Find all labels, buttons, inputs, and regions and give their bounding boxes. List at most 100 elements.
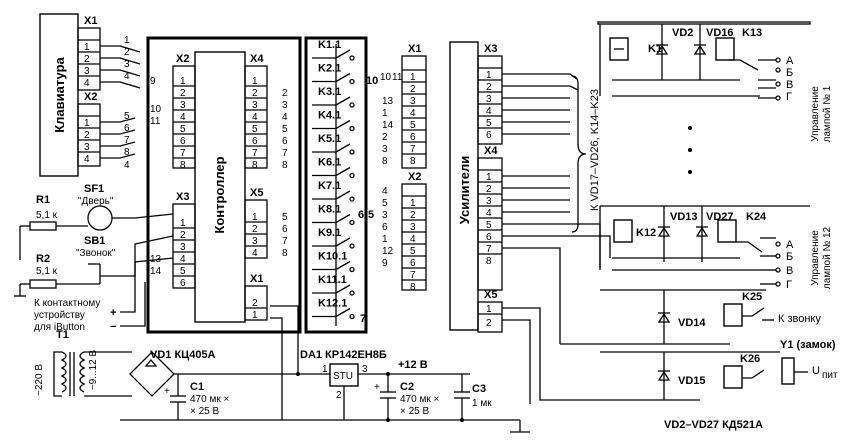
relay-contact-label: K3.1 bbox=[318, 86, 341, 98]
contact-list: K1.1K2.1K3.1K4.1K5.1K6.1K7.1K8.1K9.1K10.… bbox=[312, 39, 355, 320]
svg-text:1: 1 bbox=[84, 42, 90, 53]
svg-text:−: − bbox=[110, 321, 116, 333]
svg-text:2: 2 bbox=[486, 184, 492, 195]
svg-text:X1: X1 bbox=[250, 273, 263, 285]
relay-contact-11: K11.1 bbox=[312, 274, 355, 296]
svg-text:14: 14 bbox=[150, 266, 162, 277]
svg-text:8: 8 bbox=[252, 160, 258, 171]
svg-text:8: 8 bbox=[124, 147, 130, 158]
svg-text:2: 2 bbox=[84, 130, 90, 141]
svg-text:4: 4 bbox=[84, 78, 90, 89]
svg-text:VD14: VD14 bbox=[678, 317, 706, 329]
controller-label: Контроллер bbox=[212, 156, 227, 233]
svg-text:3: 3 bbox=[486, 196, 492, 207]
relay-contact-label: K4.1 bbox=[318, 110, 341, 122]
svg-text:2: 2 bbox=[336, 390, 342, 401]
svg-text:2: 2 bbox=[180, 88, 186, 99]
relay-contact-label: K6.1 bbox=[318, 157, 341, 169]
svg-text:1: 1 bbox=[410, 198, 416, 209]
svg-text:для iButton: для iButton bbox=[34, 322, 85, 333]
keyboard-block: Клавиатура X1 12 34 X2 12 34 12 34 56 78… bbox=[39, 13, 141, 177]
svg-text:4: 4 bbox=[180, 254, 186, 265]
svg-text:"Звонок": "Звонок" bbox=[76, 248, 116, 259]
svg-text:2: 2 bbox=[252, 224, 258, 235]
relay-contact-6: K6.1 bbox=[312, 157, 355, 179]
controller-block: Контроллер X2 9 10 11 12 34 56 78 X3 12 … bbox=[146, 36, 302, 334]
svg-text:2: 2 bbox=[410, 84, 416, 95]
svg-text:7: 7 bbox=[410, 270, 416, 281]
svg-text:13: 13 bbox=[382, 96, 394, 107]
svg-text:8: 8 bbox=[410, 282, 416, 293]
svg-text:А: А bbox=[786, 55, 794, 67]
svg-text:1: 1 bbox=[180, 218, 186, 229]
svg-text:1: 1 bbox=[252, 76, 258, 87]
diodes-note: VD2–VD27 КД521А bbox=[664, 419, 763, 431]
svg-text:K13: K13 bbox=[742, 27, 762, 39]
svg-text:1: 1 bbox=[486, 172, 492, 183]
svg-text:1: 1 bbox=[486, 304, 492, 315]
relay-contact-label: K2.1 bbox=[318, 63, 341, 75]
svg-text:1 мк: 1 мк bbox=[472, 398, 492, 409]
svg-text:DA1 КР142ЕН8Б: DA1 КР142ЕН8Б bbox=[300, 349, 387, 361]
relay-contact-1: K1.1 bbox=[312, 39, 355, 61]
svg-text:4: 4 bbox=[282, 112, 288, 123]
relay-contact-label: K7.1 bbox=[318, 180, 341, 192]
svg-text:4: 4 bbox=[180, 112, 186, 123]
svg-text:8: 8 bbox=[180, 160, 186, 171]
svg-text:2: 2 bbox=[282, 88, 288, 99]
keyboard-x2-label: X2 bbox=[84, 91, 97, 103]
svg-text:4: 4 bbox=[252, 248, 258, 259]
svg-text:"Дверь": "Дверь" bbox=[78, 196, 114, 207]
svg-text:T1: T1 bbox=[56, 329, 69, 341]
svg-text:7: 7 bbox=[360, 313, 366, 325]
svg-text:1: 1 bbox=[382, 108, 388, 119]
svg-text:Управление: Управление bbox=[810, 86, 821, 142]
svg-text:5: 5 bbox=[180, 124, 186, 135]
svg-text:1: 1 bbox=[410, 72, 416, 83]
svg-text:11: 11 bbox=[150, 116, 161, 127]
svg-text:7: 7 bbox=[180, 148, 186, 159]
svg-text:7: 7 bbox=[252, 148, 258, 159]
svg-text:12: 12 bbox=[382, 246, 394, 257]
svg-text:2: 2 bbox=[486, 318, 492, 329]
relay-contact-5: K5.1 bbox=[312, 133, 355, 155]
svg-text:1: 1 bbox=[486, 70, 492, 81]
svg-text:3: 3 bbox=[382, 144, 388, 155]
svg-text:5: 5 bbox=[282, 212, 288, 223]
svg-text:4: 4 bbox=[486, 208, 492, 219]
svg-text:6: 6 bbox=[382, 222, 388, 233]
svg-text:470 мк ×: 470 мк × bbox=[400, 394, 439, 405]
svg-text:7: 7 bbox=[282, 148, 288, 159]
svg-text:7: 7 bbox=[124, 135, 130, 146]
svg-text:3: 3 bbox=[124, 59, 130, 70]
svg-text:× 25 В: × 25 В bbox=[400, 406, 430, 417]
svg-text:6: 6 bbox=[358, 209, 364, 221]
svg-text:3: 3 bbox=[410, 222, 416, 233]
svg-text:пит: пит bbox=[822, 370, 838, 381]
svg-text:7: 7 bbox=[486, 244, 492, 255]
svg-text:1: 1 bbox=[252, 212, 258, 223]
svg-text:10: 10 bbox=[366, 75, 378, 87]
svg-text:Y1 (замок): Y1 (замок) bbox=[780, 339, 836, 351]
svg-text:3: 3 bbox=[84, 66, 90, 77]
relay-contact-9: K9.1 bbox=[312, 227, 355, 249]
svg-text:SB1: SB1 bbox=[84, 235, 105, 247]
svg-text:6: 6 bbox=[410, 132, 416, 143]
relay-contact-2: K2.1 bbox=[312, 63, 355, 85]
svg-text:2: 2 bbox=[180, 230, 186, 241]
svg-text:VD2: VD2 bbox=[672, 27, 693, 39]
svg-text:1: 1 bbox=[180, 76, 186, 87]
svg-text:В: В bbox=[786, 79, 793, 91]
svg-text:Управление: Управление bbox=[810, 230, 821, 286]
svg-text:4: 4 bbox=[84, 154, 90, 165]
svg-text:R2: R2 bbox=[36, 253, 50, 265]
svg-text:6: 6 bbox=[282, 136, 288, 147]
svg-text:5,1 к: 5,1 к bbox=[36, 266, 58, 277]
svg-text:X4: X4 bbox=[484, 145, 498, 157]
relay-contact-label: K5.1 bbox=[318, 133, 341, 145]
svg-text:~9...12 В: ~9...12 В bbox=[88, 350, 99, 391]
svg-text:В: В bbox=[786, 265, 793, 277]
svg-text:C1: C1 bbox=[190, 381, 204, 393]
svg-text:X4: X4 bbox=[250, 53, 264, 65]
svg-text:14: 14 bbox=[382, 120, 394, 131]
